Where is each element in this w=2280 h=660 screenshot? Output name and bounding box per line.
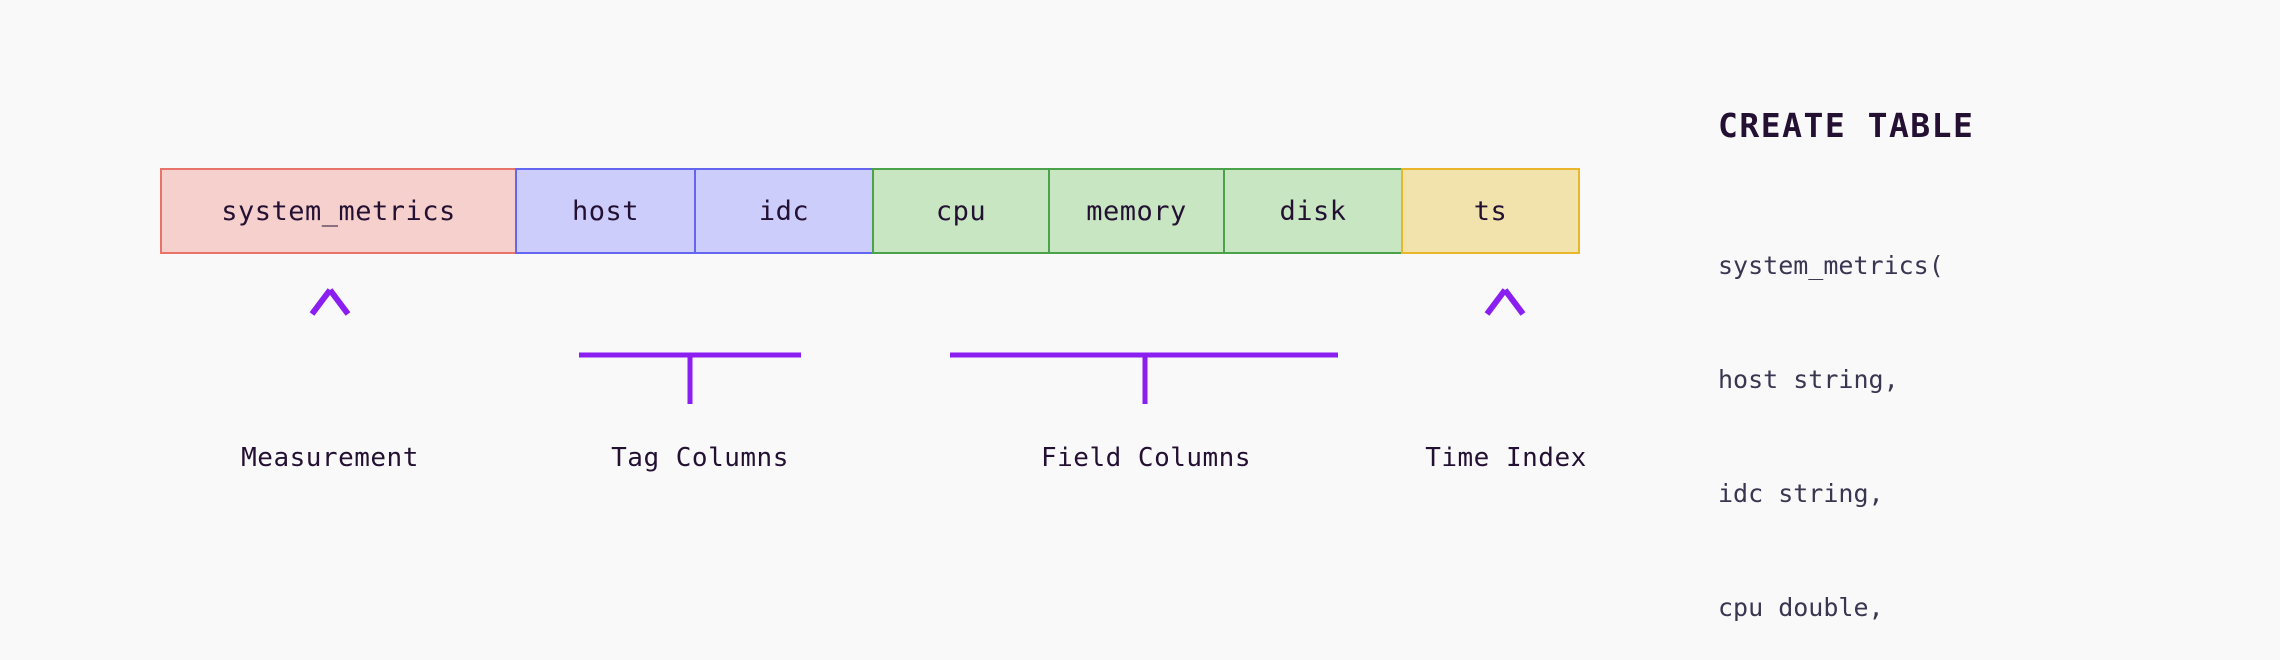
caption-tag-columns: Tag Columns bbox=[611, 443, 789, 473]
column-label: cpu bbox=[935, 195, 987, 227]
column-label: ts bbox=[1473, 195, 1508, 227]
column-box-measurement[interactable]: system_metrics bbox=[160, 168, 517, 254]
column-label: system_metrics bbox=[221, 195, 456, 227]
caption-time-index: Time Index bbox=[1425, 443, 1587, 473]
column-box-idc[interactable]: idc bbox=[694, 168, 874, 254]
sql-line-text: idc string, bbox=[1718, 479, 1884, 508]
sql-line-text: cpu double, bbox=[1718, 593, 1884, 622]
column-label: memory bbox=[1086, 195, 1187, 227]
sql-line: system_metrics( bbox=[1718, 247, 2258, 285]
column-box-disk[interactable]: disk bbox=[1223, 168, 1403, 254]
sql-body: system_metrics( host string, idc string,… bbox=[1718, 171, 2258, 660]
column-box-ts[interactable]: ts bbox=[1401, 168, 1580, 254]
schema-strip: system_metrics host idc cpu memory disk … bbox=[160, 168, 1580, 254]
caption-measurement: Measurement bbox=[241, 443, 419, 473]
sql-panel: CREATE TABLE system_metrics( host string… bbox=[1718, 106, 2258, 660]
column-box-host[interactable]: host bbox=[515, 168, 696, 254]
column-label: host bbox=[571, 195, 640, 227]
sql-line-text: system_metrics( bbox=[1718, 251, 1944, 280]
column-label: disk bbox=[1279, 195, 1347, 227]
bracket-icon-tag-columns bbox=[578, 294, 802, 404]
sql-line: host string, bbox=[1718, 361, 2258, 399]
arrow-icon-time-index bbox=[1484, 288, 1526, 404]
sql-line: cpu double, bbox=[1718, 589, 2258, 627]
sql-line-text: host string, bbox=[1718, 365, 1899, 394]
sql-title: CREATE TABLE bbox=[1718, 106, 1975, 145]
bracket-icon-field-columns bbox=[949, 294, 1339, 404]
arrow-icon-measurement bbox=[309, 288, 351, 404]
column-box-memory[interactable]: memory bbox=[1048, 168, 1225, 254]
sql-line: idc string, bbox=[1718, 475, 2258, 513]
caption-field-columns: Field Columns bbox=[1041, 443, 1251, 473]
column-box-cpu[interactable]: cpu bbox=[872, 168, 1050, 254]
column-label: idc bbox=[758, 195, 810, 227]
